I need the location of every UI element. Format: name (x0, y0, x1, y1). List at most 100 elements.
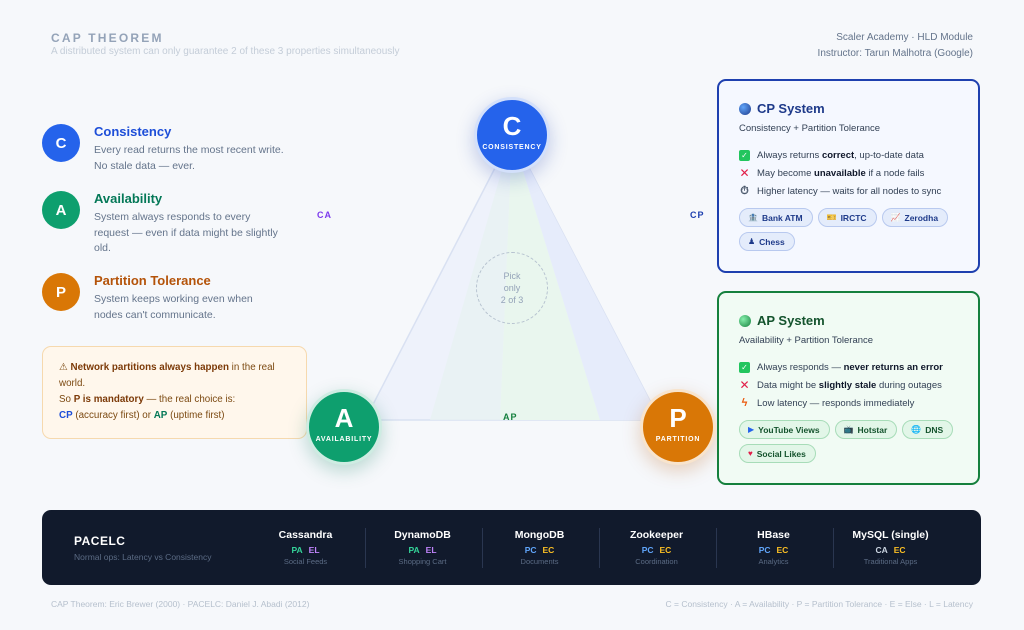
ap-card-title: AP System (739, 313, 825, 328)
db-name: MongoDB (514, 529, 565, 541)
db-code: CA (875, 545, 888, 555)
db-use-case: Traditional Apps (863, 557, 918, 566)
feature-line: ✓Always responds — never returns an erro… (739, 358, 943, 376)
db-code: EC (542, 545, 555, 555)
tag-hotstar: 📺Hotstar (834, 420, 898, 439)
vertex-letter: A (334, 403, 354, 433)
pick-text: Pick (503, 271, 521, 281)
heart-icon: ♥ (748, 449, 753, 458)
db-name: HBase (757, 529, 790, 541)
feature-line: ⏱Higher latency — waits for all nodes to… (739, 182, 941, 200)
triangle-cp-region (512, 135, 660, 420)
vertex-label: PARTITION (655, 436, 701, 443)
triangle-ap-region (500, 135, 600, 420)
tag-label: Zerodha (904, 212, 939, 223)
db-use-case: Coordination (635, 557, 678, 566)
property-description: System keeps working even when nodes can… (94, 293, 253, 321)
db-code: PC (758, 545, 771, 555)
ap-example-tags: ▶YouTube Views 📺Hotstar 🌐DNS ♥Social Lik… (739, 420, 969, 463)
note-emphasis: P is mandatory (73, 394, 144, 405)
blue-dot-icon (739, 102, 751, 115)
check-icon: ✓ (739, 361, 750, 373)
bolt-icon: ϟ (741, 397, 748, 409)
vertex-availability: A AVAILABILITY (306, 389, 382, 465)
db-separator (599, 528, 600, 568)
footer-credits: CAP Theorem: Eric Brewer (2000) · PACELC… (51, 599, 310, 609)
edge-label-cp: CP (690, 210, 705, 220)
db-separator (365, 528, 366, 568)
property-description: Every read returns the most recent write… (94, 144, 284, 172)
check-icon: ✓ (739, 149, 750, 161)
cp-system-card: CP System Consistency + Partition Tolera… (717, 79, 980, 273)
db-code: EC (893, 545, 906, 555)
consistency-badge: C (42, 124, 80, 162)
feature-text: Low latency — responds immediately (757, 397, 915, 409)
db-code: EL (425, 545, 437, 555)
tag-chess: ♟Chess (739, 232, 795, 251)
feature-text: during outages (876, 379, 942, 391)
db-use-case: Social Feeds (283, 557, 328, 566)
pick-text: 2 of 3 (500, 295, 524, 305)
note-text: world. (59, 378, 86, 389)
note-text: — the real choice is: (143, 394, 236, 405)
db-name: Cassandra (278, 529, 333, 541)
card-title-text: CP System (757, 101, 825, 116)
feature-emphasis: slightly stale (818, 379, 877, 391)
tag-label: YouTube Views (758, 424, 820, 435)
property-availability: A Availability System always responds to… (42, 191, 292, 254)
pick-text: only (503, 283, 521, 293)
pacelc-subtitle: Normal ops: Latency vs Consistency (74, 552, 212, 562)
db-name: DynamoDB (394, 529, 451, 541)
course-name: Scaler Academy · HLD Module (836, 32, 973, 43)
chart-icon: 📈 (890, 213, 901, 222)
db-code: PA (291, 545, 303, 555)
note-text: (accuracy first) or (72, 410, 154, 421)
tv-icon: 📺 (843, 425, 854, 434)
db-separator (833, 528, 834, 568)
feature-text: May become (757, 167, 815, 179)
db-separator (482, 528, 483, 568)
property-description: System always responds to every request … (94, 211, 278, 254)
feature-text: , up-to-date data (854, 149, 924, 161)
vertex-label: CONSISTENCY (482, 144, 542, 151)
green-dot-icon (739, 314, 751, 327)
cp-feature-list: ✓ Always returns correct, up-to-date data… (739, 146, 941, 200)
property-consistency: C Consistency Every read returns the mos… (42, 124, 292, 174)
card-subtitle: Availability + Partition Tolerance (739, 335, 874, 346)
partition-badge: P (42, 273, 80, 311)
tag-youtube-views: ▶YouTube Views (739, 420, 830, 439)
tag-label: Hotstar (857, 424, 888, 435)
ap-feature-list: ✓Always responds — never returns an erro… (739, 358, 943, 412)
cross-icon: ✕ (739, 166, 750, 180)
vertex-consistency: C CONSISTENCY (474, 97, 550, 173)
note-cp: CP (59, 410, 73, 421)
feature-text: Data might be (757, 379, 819, 391)
availability-badge: A (42, 191, 80, 229)
tag-label: Bank ATM (761, 212, 803, 223)
feature-emphasis: never returns an error (843, 361, 943, 373)
pacelc-bar: PACELC Normal ops: Latency vs Consistenc… (42, 510, 981, 585)
tag-label: DNS (925, 424, 944, 435)
feature-text: Always returns (757, 149, 822, 161)
clock-icon: ⏱ (740, 184, 749, 197)
feature-emphasis: correct (821, 149, 855, 161)
cp-example-tags: 🏦Bank ATM 🎫IRCTC 📈Zerodha ♟Chess (739, 208, 969, 251)
chess-icon: ♟ (748, 237, 756, 246)
ap-system-card: AP System Availability + Partition Toler… (717, 291, 980, 485)
vertex-label: AVAILABILITY (315, 436, 373, 443)
course-meta: Scaler Academy · HLD Module Instructor: … (818, 30, 973, 62)
tag-label: IRCTC (840, 212, 867, 223)
vertex-letter: C (502, 111, 522, 141)
db-code: PC (524, 545, 537, 555)
card-subtitle: Consistency + Partition Tolerance (739, 123, 881, 134)
db-code: EC (659, 545, 672, 555)
db-use-case: Documents (520, 557, 559, 566)
vertex-letter: P (669, 403, 687, 433)
tag-label: Social Likes (756, 448, 806, 459)
tag-dns: 🌐DNS (902, 420, 954, 439)
bank-icon: 🏦 (748, 213, 758, 222)
